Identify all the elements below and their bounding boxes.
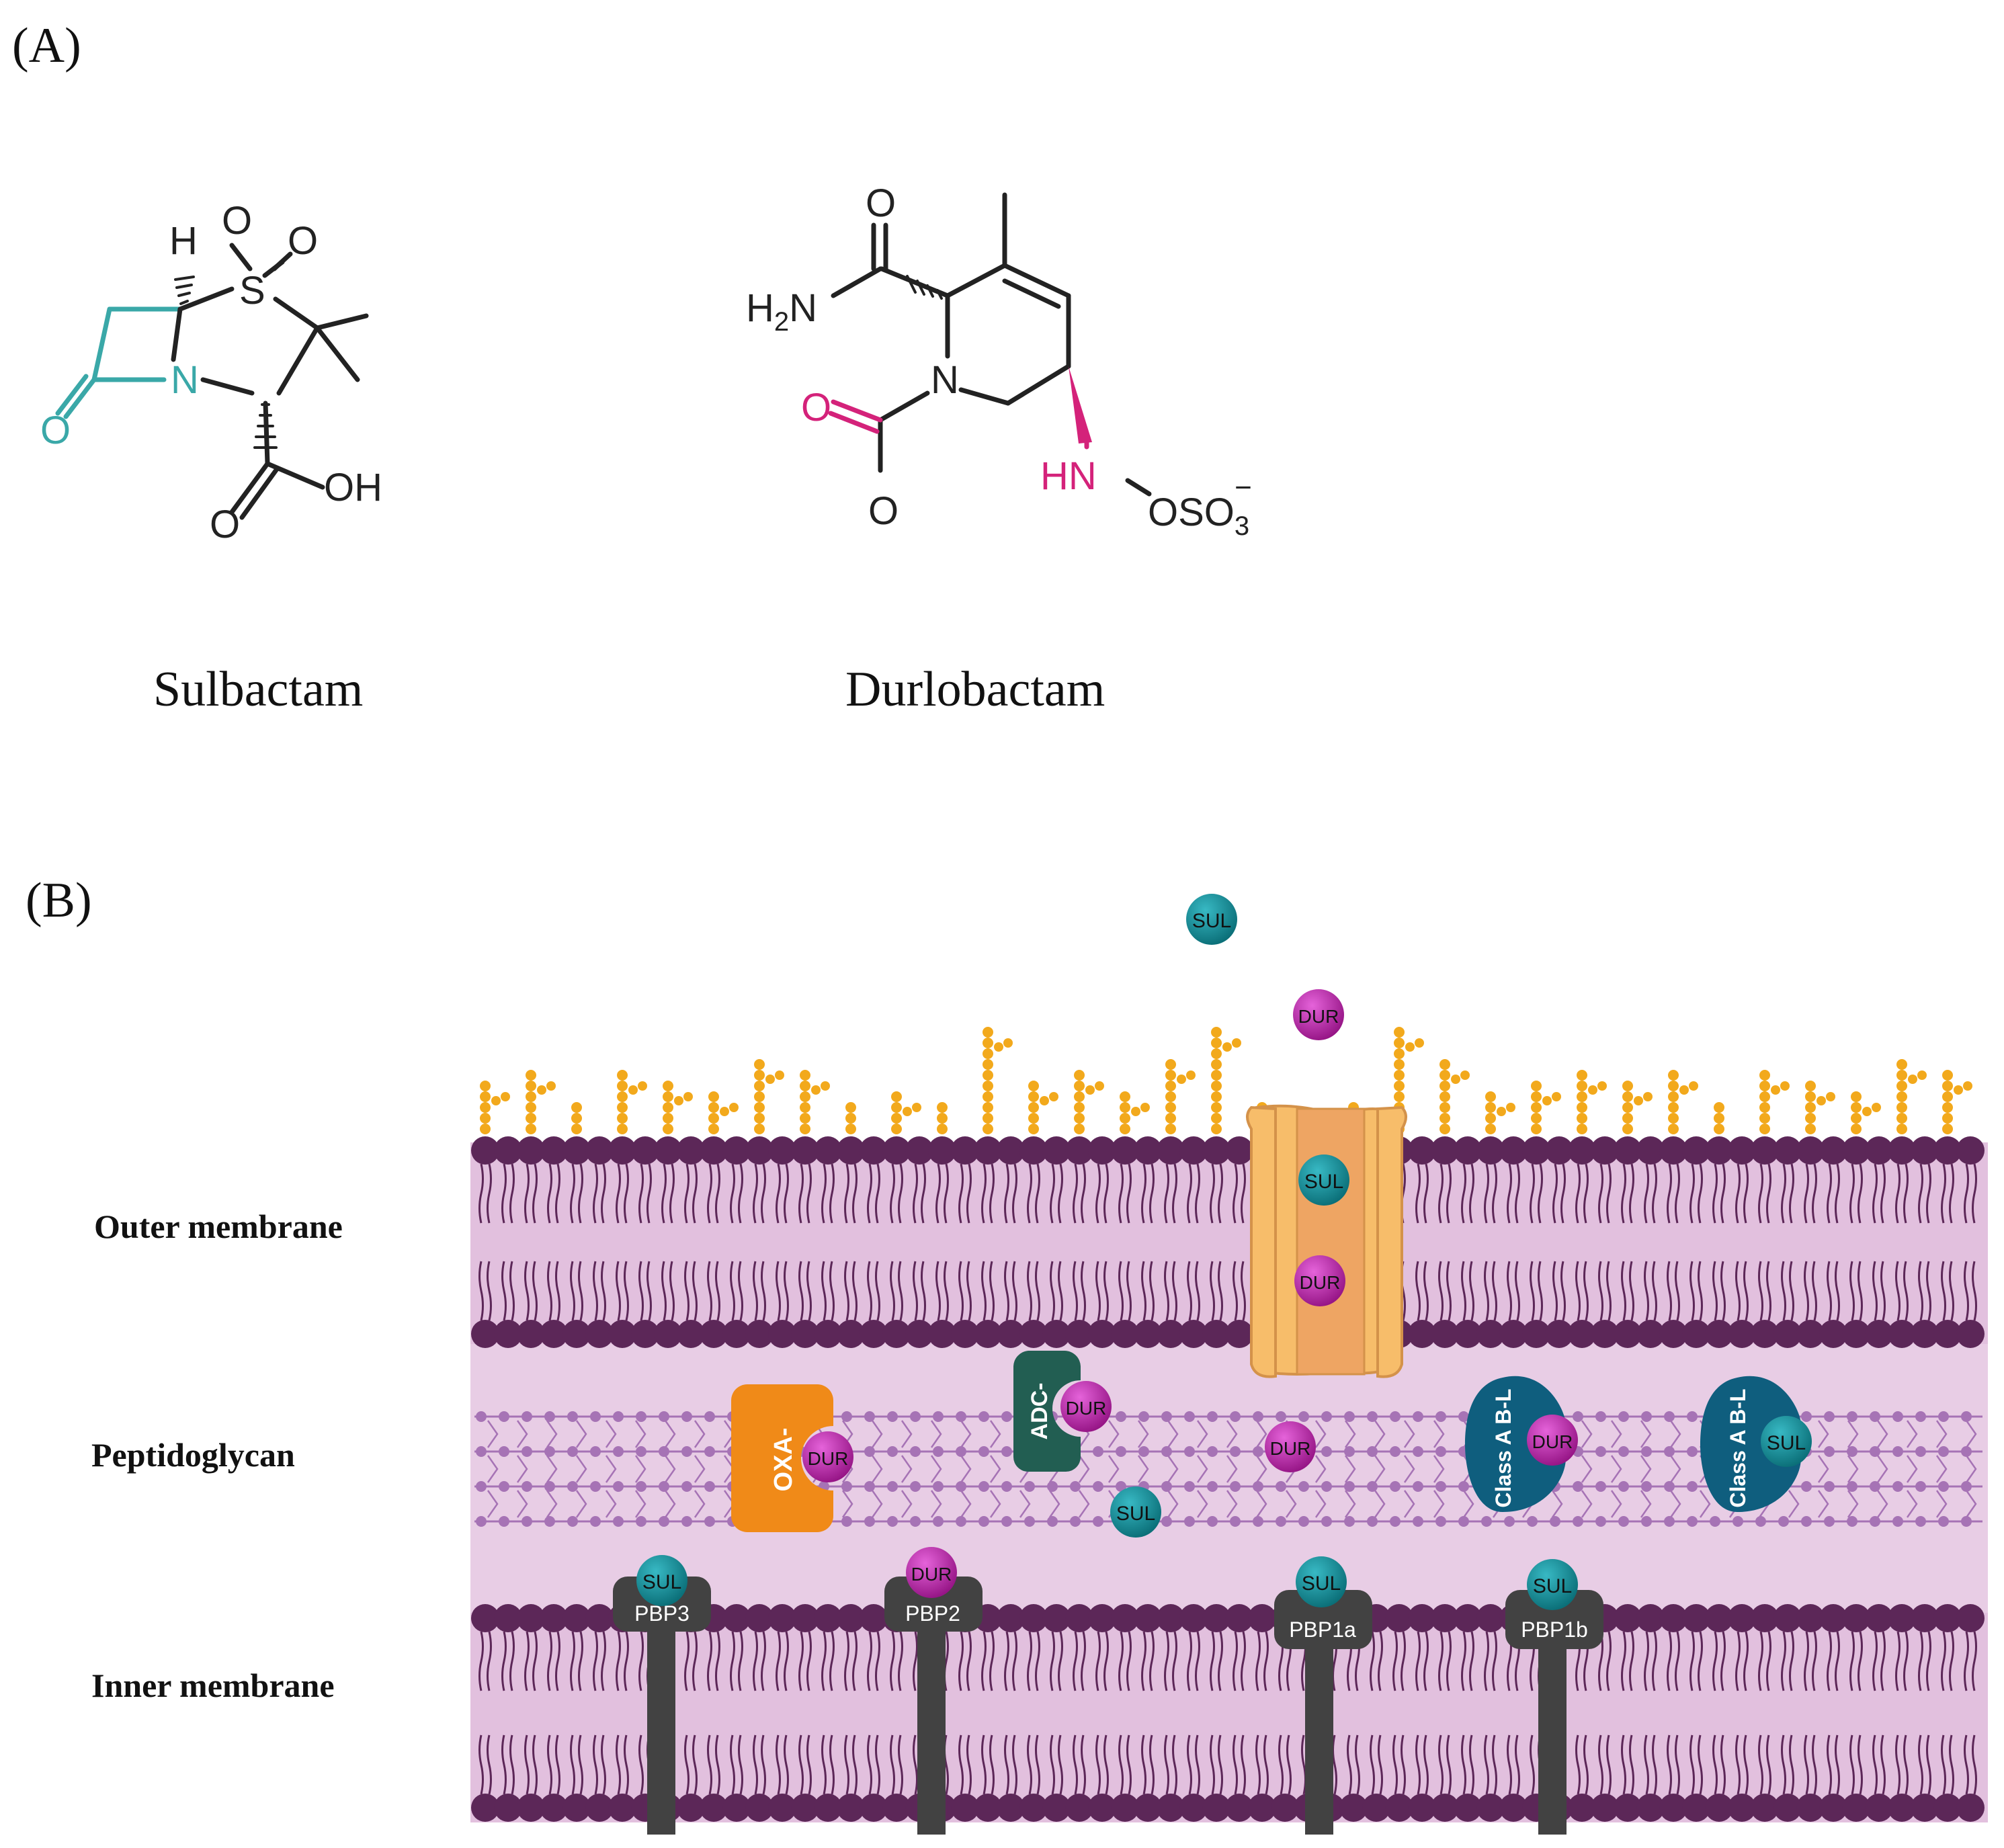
durlobactam-structure: O H2N N O O HN OSO3− — [746, 181, 1252, 541]
sul-molecule-periplasm: SUL — [1110, 1486, 1161, 1538]
sulbactam-atom-o2: O — [288, 219, 318, 263]
durlobactam-name: Durlobactam — [845, 662, 1105, 717]
svg-text:DUR: DUR — [1298, 1006, 1339, 1027]
durlobactam-atom-o-minus: O — [868, 489, 899, 533]
sul-molecule-extracellular: SUL — [1186, 894, 1237, 945]
svg-text:SUL: SUL — [1192, 910, 1231, 932]
durlobactam-atom-o-carbonyl: O — [801, 386, 831, 429]
sulbactam-structure: H O O S N O O OH — [40, 199, 382, 546]
dur-bound-pbp2: DUR — [906, 1547, 957, 1598]
pbp1b-label: PBP1b — [1521, 1618, 1588, 1642]
sulbactam-atom-o1: O — [222, 199, 252, 243]
sul-molecule-in-porin: SUL — [1298, 1154, 1349, 1206]
durlobactam-bonds — [831, 192, 1152, 497]
pbp1a: PBP1a — [1274, 1590, 1372, 1835]
outer-membrane-label: Outer membrane — [94, 1208, 343, 1245]
sulbactam-atom-n: N — [171, 358, 199, 402]
sul-bound-pbp1a: SUL — [1296, 1556, 1347, 1607]
adc-enzyme: ADC- — [1013, 1351, 1081, 1472]
durlobactam-sulfate: OSO3− — [1148, 471, 1252, 541]
durlobactam-atom-hn: HN — [1040, 454, 1097, 498]
sul-bound-pbp1b: SUL — [1527, 1559, 1578, 1610]
porin-channel — [1246, 1104, 1407, 1378]
sulbactam-atom-o-acid: O — [210, 503, 240, 546]
sulbactam-stereo-wedges — [174, 276, 278, 449]
oxa-enzyme: OXA- — [731, 1384, 833, 1532]
durlobactam-stereo-wedges — [906, 275, 943, 300]
inner-membrane-band — [470, 1613, 1988, 1822]
svg-text:DUR: DUR — [911, 1564, 952, 1585]
svg-text:DUR: DUR — [1066, 1398, 1107, 1419]
sulbactam-atom-o-carbonyl: O — [40, 409, 71, 452]
svg-text:SUL: SUL — [1116, 1503, 1155, 1525]
durlobactam-atom-o-amide: O — [866, 181, 896, 225]
sulbactam-atom-h: H — [169, 219, 198, 263]
dur-bound-adc: DUR — [1060, 1381, 1112, 1432]
oxa-label: OXA- — [769, 1428, 798, 1492]
durlobactam-atom-h2: H2N — [746, 286, 817, 337]
pbp1a-label: PBP1a — [1289, 1618, 1356, 1642]
adc-label: ADC- — [1027, 1383, 1052, 1440]
svg-text:SUL: SUL — [642, 1571, 681, 1593]
dur-bound-oxa: DUR — [802, 1431, 853, 1482]
durlobactam-wedge-bond — [1069, 366, 1092, 444]
panel-b-label: (B) — [26, 873, 92, 928]
sulbactam-bonds — [171, 243, 369, 520]
svg-text:SUL: SUL — [1302, 1572, 1341, 1595]
pbp2-label: PBP2 — [905, 1601, 960, 1626]
dur-bound-class-a: DUR — [1527, 1415, 1578, 1466]
sul-bound-class-a: SUL — [1761, 1416, 1812, 1467]
dur-molecule-in-porin: DUR — [1294, 1255, 1345, 1306]
svg-text:DUR: DUR — [1532, 1431, 1573, 1452]
svg-text:DUR: DUR — [1300, 1272, 1341, 1293]
sulbactam-beta-lactam-ring — [55, 306, 183, 419]
svg-text:DUR: DUR — [808, 1448, 849, 1469]
dur-molecule-extracellular: DUR — [1293, 989, 1344, 1040]
sul-bound-pbp3: SUL — [636, 1555, 687, 1606]
sulbactam-atom-s: S — [239, 269, 265, 312]
durlobactam-atom-n-ring: N — [931, 358, 959, 402]
pbp2: PBP2 — [884, 1577, 983, 1835]
svg-text:SUL: SUL — [1767, 1432, 1806, 1454]
svg-text:SUL: SUL — [1533, 1575, 1572, 1597]
class-a-label-2: Class A B-L — [1726, 1388, 1750, 1507]
outer-membrane-band — [470, 1142, 1988, 1344]
svg-text:SUL: SUL — [1304, 1171, 1343, 1193]
pbp1b: PBP1b — [1505, 1590, 1603, 1835]
lps-chains — [480, 1027, 1972, 1134]
durlobactam-pharmacophore-bonds — [828, 399, 1089, 450]
panel-a-label: (A) — [12, 18, 81, 73]
inner-membrane-label: Inner membrane — [91, 1667, 335, 1704]
class-a-label-1: Class A B-L — [1491, 1388, 1515, 1507]
class-a-enzyme-2: Class A B-L — [1700, 1376, 1801, 1512]
sulbactam-atom-oh: OH — [324, 466, 382, 509]
dur-molecule-periplasm: DUR — [1265, 1421, 1316, 1472]
svg-text:DUR: DUR — [1270, 1438, 1311, 1459]
sulbactam-name: Sulbactam — [153, 662, 363, 717]
peptidoglycan-label: Peptidoglycan — [91, 1436, 295, 1474]
class-a-enzyme-1: Class A B-L — [1465, 1376, 1566, 1512]
